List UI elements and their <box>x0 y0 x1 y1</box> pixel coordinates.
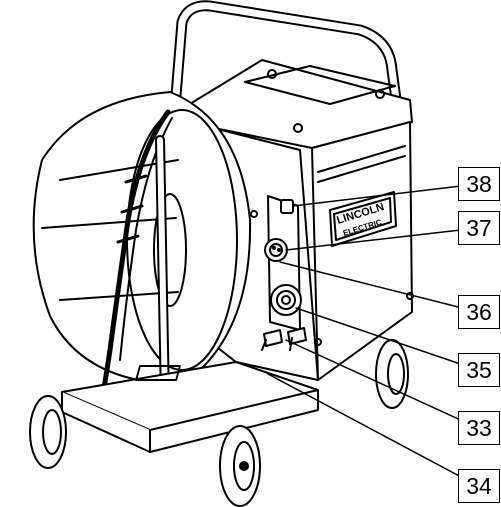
cart-base-plate <box>135 365 181 381</box>
callout-35: 35 <box>458 353 500 387</box>
callout-34: 34 <box>458 469 500 503</box>
gun-connector <box>270 284 302 316</box>
gun-cable <box>97 109 171 413</box>
callout-37: 37 <box>458 211 500 245</box>
callout-38: 38 <box>458 167 500 201</box>
leader-lines <box>267 183 479 487</box>
wheels <box>29 339 409 507</box>
control-socket <box>264 238 288 262</box>
lincoln-electric-logo: LINCOLN ELECTRIC <box>329 191 397 247</box>
wire-spool <box>32 91 252 383</box>
callout-33: 33 <box>458 411 500 445</box>
cart-frame <box>61 135 319 453</box>
callout-36: 36 <box>458 295 500 329</box>
side-panel <box>311 121 413 381</box>
gas-coolant-fittings <box>261 327 307 351</box>
upper-panel-connector <box>280 199 294 214</box>
